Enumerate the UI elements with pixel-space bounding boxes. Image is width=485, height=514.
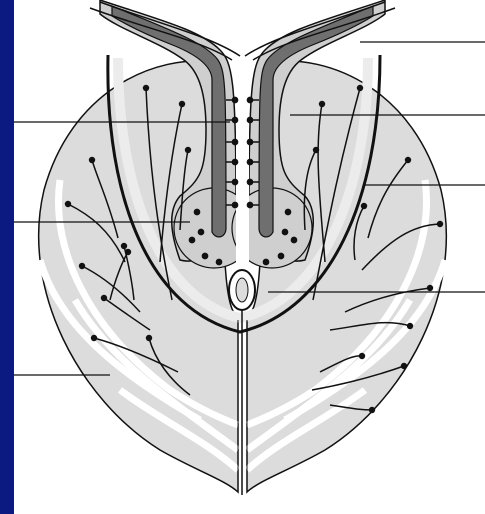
- gland-acinus-dot: [79, 263, 85, 269]
- gland-acinus-dot: [437, 221, 443, 227]
- gland-acinus-dot: [146, 335, 152, 341]
- transition-gland-dot: [189, 237, 194, 242]
- gland-acinus-dot: [427, 285, 433, 291]
- gland-acinus-dot: [179, 101, 185, 107]
- gland-stub-dot-right: [247, 179, 252, 184]
- gland-stub-dot-right: [247, 117, 252, 122]
- gland-stub-dot-left: [232, 139, 237, 144]
- gland-acinus-dot: [185, 147, 191, 153]
- gland-acinus-dot: [121, 243, 127, 249]
- gland-acinus-dot: [65, 201, 71, 207]
- transition-gland-dot: [291, 237, 296, 242]
- gland-stub-dot-right: [247, 139, 252, 144]
- gland-acinus-dot: [359, 353, 365, 359]
- gland-stub-dot-left: [232, 202, 237, 207]
- transition-gland-dot: [202, 253, 207, 258]
- transition-gland-dot: [282, 229, 287, 234]
- transition-gland-dot: [216, 259, 221, 264]
- gland-acinus-dot: [357, 85, 363, 91]
- gland-stub-dot-right: [247, 159, 252, 164]
- gland-stub-dot-right: [247, 97, 252, 102]
- midline-gap: [236, 55, 249, 275]
- gland-acinus-dot: [405, 157, 411, 163]
- gland-stub-dot-right: [247, 202, 252, 207]
- utricle-inner: [236, 278, 248, 302]
- transition-gland-dot: [194, 209, 199, 214]
- gland-acinus-dot: [401, 363, 407, 369]
- transition-gland-dot: [278, 253, 283, 258]
- gland-acinus-dot: [361, 203, 367, 209]
- gland-stub-dot-left: [232, 179, 237, 184]
- gland-acinus-dot: [91, 335, 97, 341]
- gland-acinus-dot: [319, 101, 325, 107]
- gland-acinus-dot: [369, 407, 375, 413]
- transition-gland-dot: [198, 229, 203, 234]
- gland-acinus-dot: [143, 85, 149, 91]
- gland-acinus-dot: [407, 323, 413, 329]
- gland-acinus-dot: [101, 295, 107, 301]
- gland-acinus-dot: [313, 147, 319, 153]
- gland-stub-dot-left: [232, 159, 237, 164]
- gland-stub-dot-left: [232, 97, 237, 102]
- transition-gland-dot: [285, 209, 290, 214]
- transition-gland-dot: [263, 259, 268, 264]
- gland-acinus-dot: [89, 157, 95, 163]
- gland-stub-dot-left: [232, 117, 237, 122]
